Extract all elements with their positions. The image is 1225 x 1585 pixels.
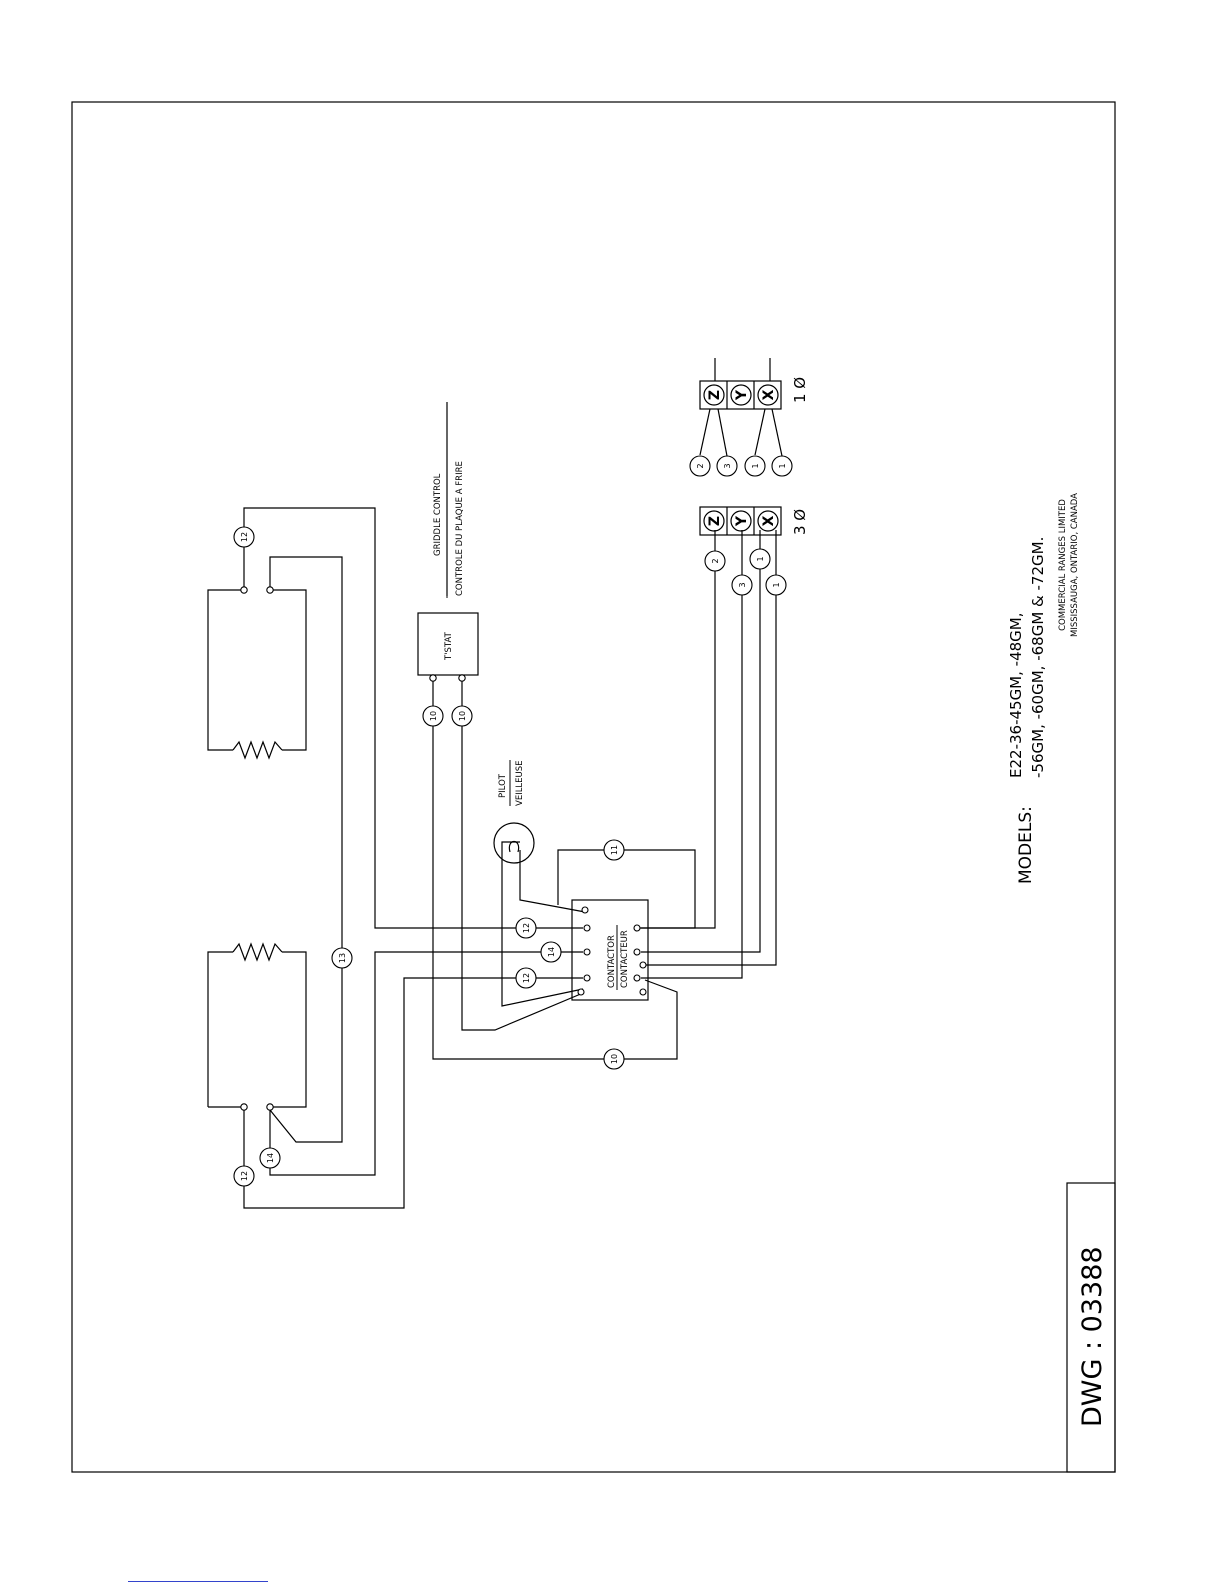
pilot-label: PILOT xyxy=(498,773,508,798)
svg-text:3: 3 xyxy=(738,582,747,587)
svg-text:14: 14 xyxy=(266,1153,275,1163)
griddle-control-label-fr: CONTROLE DU PLAQUE A FRIRE xyxy=(455,461,465,596)
pilot-label-fr: VEILLEUSE xyxy=(515,760,525,806)
svg-text:12: 12 xyxy=(522,973,531,983)
tstat-label: T'STAT xyxy=(444,631,454,661)
terminal-z-1ph: Z xyxy=(707,390,723,400)
heating-element-top xyxy=(208,587,306,758)
wire-tag: 12 xyxy=(516,968,536,988)
single-phase-label: 1 Ø xyxy=(791,377,809,403)
wire-tag: 10 xyxy=(604,1049,624,1069)
company-name: COMMERCIAL RANGES LIMITED xyxy=(1058,499,1068,631)
wire-tag: 11 xyxy=(604,840,624,860)
terminal-x-1ph: X xyxy=(761,389,777,400)
models-line-2: -56GM, -60GM, -68GM & -72GM. xyxy=(1029,537,1047,778)
griddle-control-label: GRIDDLE CONTROL xyxy=(433,473,443,556)
svg-text:1: 1 xyxy=(756,556,765,561)
contactor-label-fr: CONTACTEUR xyxy=(620,930,630,988)
terminal-x-3ph: X xyxy=(761,515,777,526)
company-location: MISSISSAUGA, ONTARIO, CANADA xyxy=(1070,493,1080,637)
terminal-y-3ph: Y xyxy=(734,515,750,527)
wire-tags: 12 13 12 14 10 10 11 12 14 12 10 2 3 1 1 xyxy=(234,456,792,1186)
svg-text:2: 2 xyxy=(696,463,705,468)
wire-tag: 2 xyxy=(705,551,725,571)
svg-text:12: 12 xyxy=(522,923,531,933)
page-footer-link-line xyxy=(128,1581,268,1582)
contactor: CONTACTOR CONTACTEUR xyxy=(572,900,648,1000)
wire-tag: 3 xyxy=(717,456,737,476)
wire-tag: 1 xyxy=(766,575,786,595)
wire-tag: 14 xyxy=(260,1148,280,1168)
svg-text:13: 13 xyxy=(338,953,347,963)
svg-text:10: 10 xyxy=(429,711,438,721)
svg-text:12: 12 xyxy=(240,1171,249,1181)
wire-tag: 1 xyxy=(772,456,792,476)
thermostat: T'STAT xyxy=(418,613,478,681)
terminal-block-3-phase: Z Y X 3 Ø xyxy=(700,507,809,535)
terminal-z-3ph: Z xyxy=(707,516,723,526)
wire-tag: 12 xyxy=(234,527,254,547)
terminal-block-1-phase: Z Y X 1 Ø xyxy=(700,358,809,456)
svg-text:14: 14 xyxy=(547,947,556,957)
three-phase-label: 3 Ø xyxy=(791,509,809,535)
wire-tag: 3 xyxy=(732,575,752,595)
models-label: MODELS: xyxy=(1016,806,1036,884)
wire-tag: 2 xyxy=(690,456,710,476)
sheet-border xyxy=(72,102,1115,1472)
svg-text:1: 1 xyxy=(772,582,781,587)
svg-text:12: 12 xyxy=(240,532,249,542)
contactor-label: CONTACTOR xyxy=(607,935,617,988)
models-line-1: E22-36-45GM, -48GM, xyxy=(1007,613,1025,779)
svg-text:2: 2 xyxy=(711,558,720,563)
svg-text:10: 10 xyxy=(610,1054,619,1064)
svg-text:3: 3 xyxy=(723,463,732,468)
svg-text:10: 10 xyxy=(458,711,467,721)
wire-tag: 1 xyxy=(750,549,770,569)
wire-tag: 12 xyxy=(234,1166,254,1186)
wire-tag: 10 xyxy=(423,706,443,726)
resistor-zigzag-top xyxy=(233,742,282,758)
svg-text:1: 1 xyxy=(751,463,760,468)
wire-tag: 1 xyxy=(745,456,765,476)
wire-tag: 10 xyxy=(452,706,472,726)
wire-tag: 12 xyxy=(516,918,536,938)
heating-element-bottom xyxy=(208,944,306,1110)
pilot-light: PILOT VEILLEUSE xyxy=(494,760,534,863)
terminal-y-1ph: Y xyxy=(734,389,750,401)
svg-text:11: 11 xyxy=(610,845,619,855)
wire-tag: 13 xyxy=(332,948,352,968)
resistor-zigzag-bottom xyxy=(233,944,282,960)
drawing-number: DWG : 03388 xyxy=(1077,1246,1108,1427)
svg-text:1: 1 xyxy=(778,463,787,468)
wire-tag: 14 xyxy=(541,942,561,962)
